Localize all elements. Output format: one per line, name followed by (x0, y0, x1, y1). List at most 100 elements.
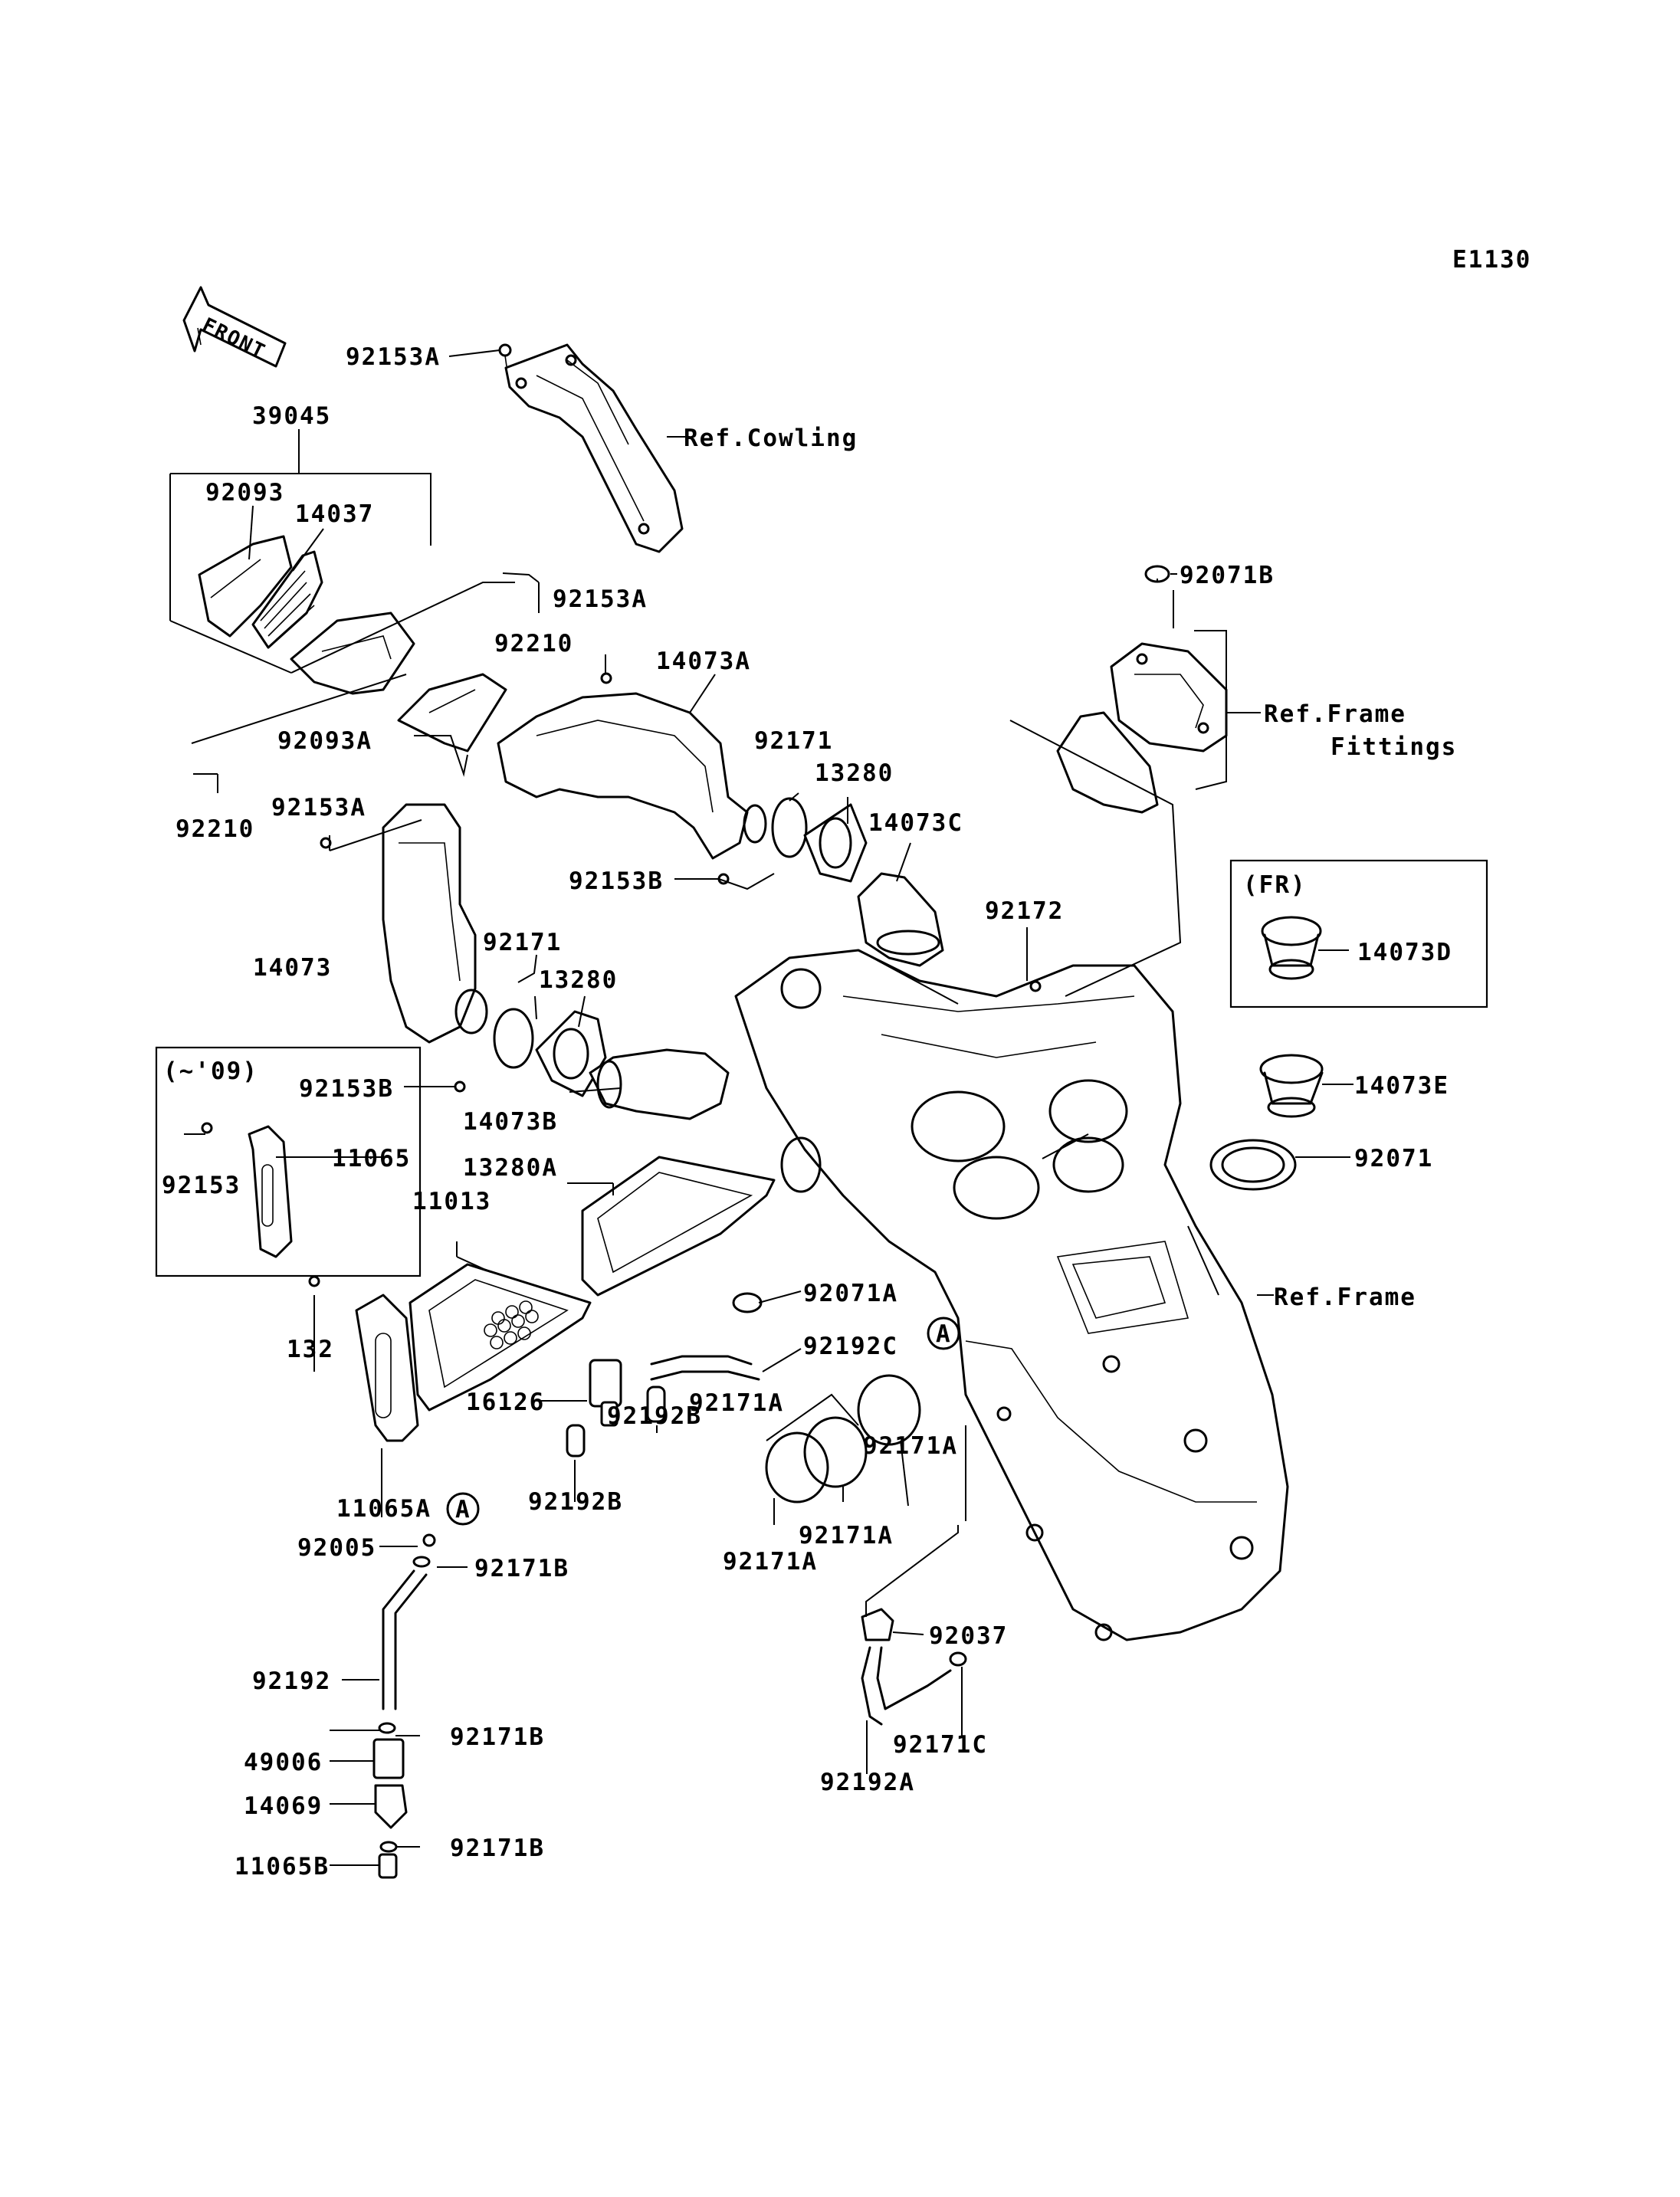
label-13280-top: 13280 (815, 759, 894, 787)
gasket-13280-upper (803, 803, 868, 883)
label-14073D: 14073D (1357, 939, 1452, 966)
duct-assembly-39045 (198, 535, 507, 753)
label-92171A-4: 92171A (723, 1548, 818, 1576)
label-92171A-2: 92171A (863, 1432, 958, 1460)
part-labels: 92153A Ref.Cowling 39045 92093 14037 921… (162, 343, 1457, 1881)
label-ref-cowling: Ref.Cowling (684, 425, 858, 452)
gasket-13280-mid (535, 1010, 607, 1097)
label-92037: 92037 (929, 1622, 1008, 1650)
grommet-92071A (732, 1292, 763, 1313)
screw-92153A-mid (600, 672, 612, 684)
ref-mark-a-right-label: A (936, 1320, 952, 1348)
drain-assembly (372, 1533, 436, 1879)
clamp-92171-mid (493, 1008, 534, 1069)
label-92192A: 92192A (820, 1769, 915, 1796)
label-92192: 92192 (252, 1667, 331, 1695)
label-92171C: 92171C (893, 1731, 988, 1759)
ref-mark-a-right: A (927, 1317, 960, 1350)
label-16126: 16126 (466, 1389, 545, 1416)
label-92005: 92005 (297, 1534, 376, 1562)
label-49006: 49006 (244, 1749, 323, 1776)
filter-frame-13280A (581, 1156, 776, 1297)
label-92153B-mid: 92153B (299, 1075, 394, 1103)
label-92210-left: 92210 (176, 815, 254, 843)
label-92071A: 92071A (803, 1280, 898, 1307)
label-14073E: 14073E (1354, 1072, 1449, 1100)
label-92171B-1: 92171B (474, 1555, 569, 1582)
funnel-14073D (1261, 916, 1322, 980)
fr-inset-box (1229, 859, 1488, 1008)
label-92153: 92153 (162, 1172, 241, 1199)
label-92192C: 92192C (803, 1333, 898, 1360)
frame-airbox (734, 949, 1289, 1641)
air-duct-14073 (382, 803, 488, 1044)
label-ref-frame-fittings-1: Ref.Frame (1264, 700, 1406, 728)
label-92071: 92071 (1354, 1145, 1433, 1172)
label-14069: 14069 (244, 1792, 323, 1820)
elbow-14073C (857, 872, 944, 967)
label-92171B-2: 92171B (450, 1723, 545, 1751)
label-92153A-left: 92153A (271, 794, 366, 821)
filter-mesh (484, 1300, 539, 1349)
cowling-bracket (504, 343, 684, 553)
label-ref-frame: Ref.Frame (1274, 1284, 1416, 1311)
leader-lines (169, 349, 1354, 1866)
clamp-92171-upper (771, 797, 808, 858)
screw-92153B-mid (454, 1080, 466, 1093)
label-92171B-3: 92171B (450, 1835, 545, 1862)
page-code: E1130 (1452, 246, 1531, 274)
label-92153A-top: 92153A (346, 343, 441, 371)
hose-92192B-2 (566, 1424, 586, 1458)
duct-14073B (589, 1048, 730, 1120)
label-39045: 39045 (252, 402, 331, 430)
cover-11065 (248, 1125, 293, 1258)
air-duct-14073A (497, 692, 767, 860)
label-ref-frame-fittings-2: Fittings (1331, 733, 1457, 761)
label-132: 132 (287, 1336, 334, 1363)
label-92192B-1: 92192B (607, 1402, 702, 1430)
label-92093: 92093 (205, 479, 284, 507)
label-14073: 14073 (253, 954, 332, 982)
label-11013: 11013 (412, 1188, 491, 1215)
inset-box-09 (155, 1046, 422, 1277)
breather-assembly (861, 1608, 967, 1726)
label-92153A-mid: 92153A (553, 585, 648, 613)
cover-11065A (355, 1294, 419, 1442)
label-92171-top: 92171 (754, 727, 833, 755)
label-11065A: 11065A (336, 1495, 431, 1523)
seal-92071 (1209, 1139, 1297, 1191)
label-14073B: 14073B (463, 1108, 558, 1136)
inset-box-09-header: (~'09) (163, 1058, 258, 1085)
label-92172: 92172 (985, 897, 1064, 925)
screw-92153 (201, 1122, 213, 1134)
screw-92172 (1029, 980, 1042, 992)
screw-92153A-top (498, 343, 512, 367)
clamps-92171A (765, 1374, 921, 1503)
label-13280-mid: 13280 (539, 966, 618, 994)
front-arrow-icon: FRONT (182, 286, 287, 368)
label-11065B: 11065B (235, 1853, 330, 1881)
hose-92192C (650, 1355, 760, 1381)
label-11065: 11065 (332, 1145, 411, 1172)
label-92153B-top: 92153B (569, 867, 664, 895)
frame-fitting (1056, 642, 1228, 814)
label-92171A-3: 92171A (799, 1522, 894, 1549)
label-13280A: 13280A (463, 1154, 558, 1182)
label-14073C: 14073C (868, 809, 963, 837)
label-92071B: 92071B (1180, 562, 1275, 589)
label-92093A: 92093A (277, 727, 372, 755)
joint-16126 (589, 1359, 622, 1427)
label-14037: 14037 (295, 500, 374, 528)
hose-92192B-1 (646, 1385, 666, 1423)
funnel-14073E (1259, 1054, 1324, 1118)
label-92171A-1: 92171A (689, 1389, 784, 1417)
label-92210-right: 92210 (494, 630, 573, 657)
fr-inset-header: (FR) (1243, 871, 1307, 899)
label-92171-mid: 92171 (483, 929, 562, 956)
ref-mark-a-left: A (446, 1492, 480, 1526)
screw-132 (308, 1275, 320, 1287)
ref-mark-a-left-label: A (455, 1496, 471, 1523)
label-92192B-2: 92192B (528, 1488, 623, 1516)
